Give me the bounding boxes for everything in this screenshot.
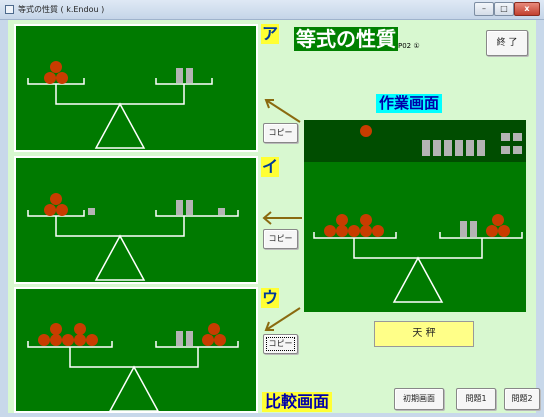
panel-i-balance [27,193,239,281]
problem1-button[interactable]: 問題1 [456,388,496,410]
window-titlebar: 等式の性質 ( k.Endou ) – □ x [0,0,544,20]
panel-u [14,287,258,413]
work-panel [302,118,528,314]
app-title: 等式の性質 [294,27,398,51]
supply-tray [304,120,526,162]
panel-a [14,24,258,152]
copy-button-a[interactable]: コピー [263,123,298,143]
panel-u-label: ウ [261,288,279,308]
maximize-button[interactable]: □ [494,2,514,16]
problem2-button[interactable]: 問題2 [504,388,540,410]
balance-button[interactable]: 天 秤 [374,321,474,347]
reset-button[interactable]: 初期画面 [394,388,444,410]
copy-button-i[interactable]: コピー [263,229,298,249]
copy-button-u[interactable]: コピー [263,334,298,354]
work-heading: 作業画面 [376,94,443,113]
panel-a-label: ア [261,24,279,44]
panel-i-label: イ [261,157,279,177]
exit-button[interactable]: 終 了 [486,30,528,56]
panel-a-balance [27,61,213,149]
window-title: 等式の性質 ( k.Endou ) [18,5,105,14]
panel-i [14,156,258,284]
compare-heading: 比較画面 [262,392,333,412]
work-panel-balance [304,120,526,303]
subtitle-note: P02 ① [398,42,420,50]
minimize-button[interactable]: – [474,2,494,16]
close-button[interactable]: x [514,2,540,16]
app-icon [5,5,14,14]
panel-u-balance [27,323,239,411]
